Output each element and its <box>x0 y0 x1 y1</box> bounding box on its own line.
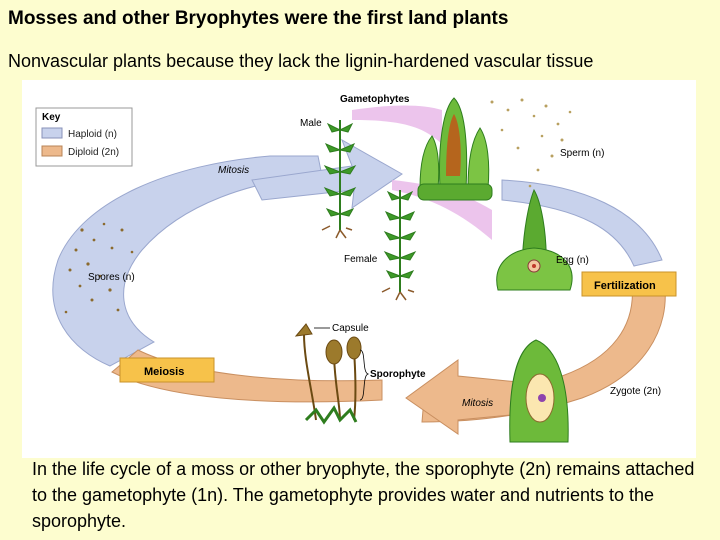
haploid-cycle-band-right <box>501 179 663 267</box>
male-label: Male <box>300 118 322 129</box>
egg-transfer-beam <box>392 180 492 240</box>
legend-key-title: Key <box>42 112 61 123</box>
figure-caption: In the life cycle of a moss or other bry… <box>32 459 695 531</box>
haploid-cycle-band <box>52 155 323 367</box>
sperm-transfer-beam <box>352 105 442 144</box>
gametophytes-label: Gametophytes <box>340 94 410 105</box>
mitosis-bottom-label: Mitosis <box>462 398 493 409</box>
fertilization-box <box>581 271 677 297</box>
diploid-swatch <box>41 145 63 157</box>
sperm-label: Sperm (n) <box>560 148 604 159</box>
moss-life-cycle-figure: Key Haploid (n) Diploid (2n) <box>22 80 696 458</box>
legend-key: Key Haploid (n) Diploid (2n) <box>35 107 133 167</box>
mitosis-arrow-top <box>251 138 403 210</box>
egg-label: Egg (n) <box>556 255 589 266</box>
female-gametophyte-plant <box>381 190 417 301</box>
mitosis-top-label: Mitosis <box>218 165 249 176</box>
fertilization-label: Fertilization <box>594 280 656 292</box>
diploid-cycle-band <box>421 279 666 423</box>
legend-diploid-label: Diploid (2n) <box>68 147 119 158</box>
spores-scatter <box>64 222 134 314</box>
sperm-scatter <box>490 98 572 188</box>
meiosis-label: Meiosis <box>144 366 184 378</box>
antheridia-illustration <box>417 97 493 201</box>
male-gametophyte-plant <box>321 120 357 239</box>
capsule-label: Capsule <box>332 323 369 334</box>
spores-label: Spores (n) <box>88 272 135 283</box>
haploid-swatch <box>41 127 63 139</box>
female-label: Female <box>344 254 378 265</box>
meiosis-box <box>119 357 215 383</box>
legend-haploid-label: Haploid (n) <box>68 129 117 140</box>
zygote-label: Zygote (2n) <box>610 386 661 397</box>
slide-title: Mosses and other Bryophytes were the fir… <box>8 8 509 29</box>
archegonium-illustration <box>496 188 573 291</box>
sporophyte-label: Sporophyte <box>370 369 426 380</box>
zygote-illustration <box>509 339 569 443</box>
slide-subtitle: Nonvascular plants because they lack the… <box>8 51 594 71</box>
sporophyte-plants <box>294 323 362 425</box>
